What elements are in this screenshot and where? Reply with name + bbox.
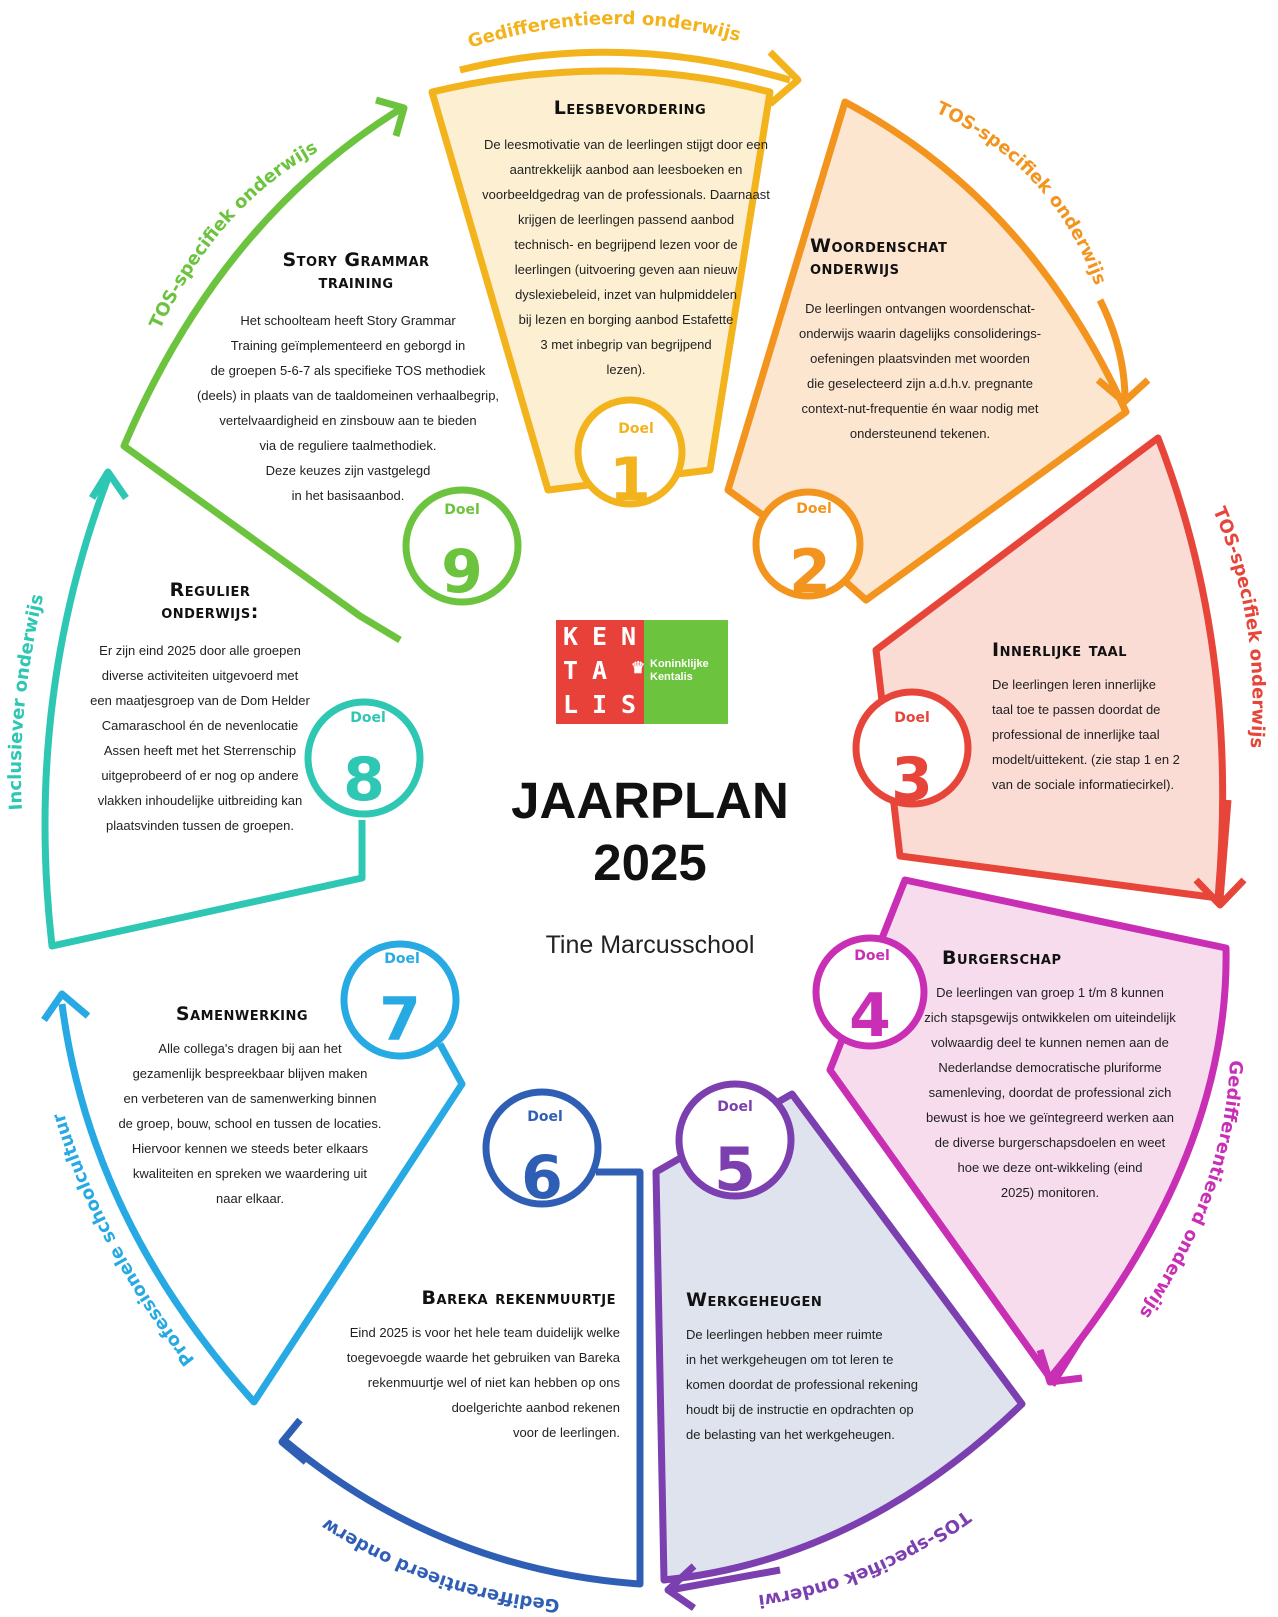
- goal-3-title: Innerlijke taal: [992, 639, 1128, 661]
- logo-letter: K: [562, 622, 579, 651]
- goal-7-title: Samenwerking: [175, 1003, 309, 1025]
- doel-number-3: 3: [891, 745, 933, 815]
- logo-letter: L: [562, 690, 579, 719]
- doel-number-1: 1: [609, 445, 651, 515]
- doel-label-3: Doel: [894, 710, 930, 726]
- doel-number-5: 5: [714, 1135, 756, 1205]
- doel-number-6: 6: [521, 1143, 563, 1213]
- logo-brand-line2: Kentalis: [650, 671, 693, 683]
- doel-label-1: Doel: [618, 421, 654, 437]
- doel-label-7: Doel: [384, 951, 420, 967]
- goal-4-title: Burgerschap: [942, 947, 1062, 969]
- logo-letter: T: [562, 656, 579, 685]
- doel-label-5: Doel: [717, 1099, 753, 1115]
- logo-brand: ♛ Koninklijke Kentalis: [631, 620, 728, 724]
- logo-brand-line1: Koninklijke: [650, 658, 709, 670]
- arrow-9: [375, 96, 408, 137]
- arc-label-1: Gedifferentieerd onderwijs: [465, 8, 743, 53]
- logo-letter: N: [620, 622, 637, 651]
- arrow-6: [278, 1417, 309, 1465]
- arrow-3: [1216, 799, 1232, 901]
- goal-1-title: Leesbevordering: [553, 97, 707, 119]
- goal-2-text: De leerlingen ontvangen woordenschat-ond…: [798, 301, 1042, 441]
- svg-text:TOS-specifiek onderwijs: TOS-specifiek onderwijs: [146, 137, 322, 332]
- logo-letter: S: [620, 690, 637, 719]
- doel-label-2: Doel: [796, 501, 832, 517]
- arc-label-9: TOS-specifiek onderwijs: [146, 137, 322, 332]
- goal-1-text: De leesmotivatie van de leerlingen stijg…: [482, 137, 770, 377]
- doel-number-2: 2: [789, 537, 831, 607]
- goal-6-text: Eind 2025 is voor het hele team duidelij…: [346, 1325, 620, 1440]
- svg-text:Gedifferentieerd onderwijs: Gedifferentieerd onderwijs: [465, 8, 743, 53]
- logo-letter: E: [591, 622, 608, 651]
- school-name: Tine Marcusschool: [545, 931, 755, 959]
- logo-letter: A: [591, 656, 608, 685]
- kentalis-logo: K E N T A L I S ♛ Koninklijke Kentalis: [556, 620, 728, 724]
- arrow-4: [1049, 1338, 1083, 1387]
- arrow-1: [459, 48, 791, 84]
- doel-label-9: Doel: [444, 502, 480, 518]
- doel-number-7: 7: [379, 985, 421, 1055]
- logo-letters: K E N T A L I S: [556, 620, 644, 724]
- doel-number-8: 8: [343, 745, 385, 815]
- svg-text:Inclusiever onderwijs: Inclusiever onderwijs: [5, 592, 48, 811]
- arrow-7: [41, 990, 91, 1022]
- goal-5-title: Werkgeheugen: [686, 1289, 823, 1311]
- arrow-5: [669, 1566, 781, 1594]
- doel-label-4: Doel: [854, 948, 890, 964]
- crown-icon: ♛: [630, 660, 646, 677]
- goal-6-title: Bareka rekenmuurtje: [421, 1287, 616, 1309]
- doel-label-8: Doel: [350, 710, 386, 726]
- doel-label-6: Doel: [527, 1109, 563, 1125]
- arc-label-8: Inclusiever onderwijs: [5, 592, 48, 811]
- logo-letter: I: [591, 690, 608, 719]
- doel-number-9: 9: [441, 537, 483, 607]
- arrow-8: [89, 468, 129, 500]
- doel-number-4: 4: [849, 981, 891, 1051]
- arrow-2: [1096, 298, 1129, 401]
